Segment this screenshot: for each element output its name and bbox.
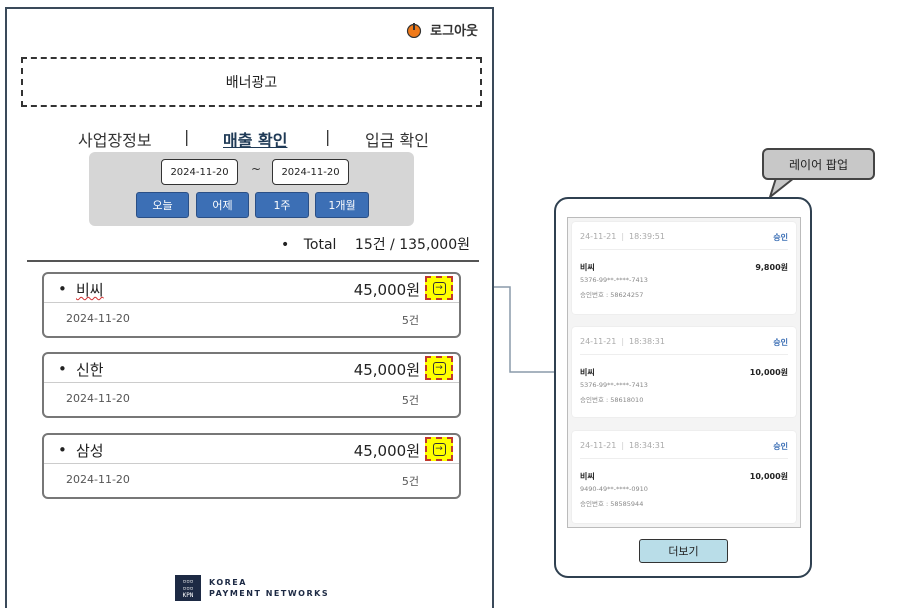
bullet: • [58, 280, 67, 298]
period-week-button[interactable]: 1주 [255, 192, 309, 218]
divider [580, 249, 788, 250]
transaction-item[interactable]: 24-11-21|18:39:51 승인 비씨 9,800원 5376-99**… [572, 222, 796, 314]
more-button[interactable]: 더보기 [639, 539, 728, 563]
detail-arrow-button[interactable]: → [425, 437, 453, 461]
arrow-right-icon: → [432, 281, 446, 295]
status-badge: 승인 [773, 233, 788, 242]
transaction-amount: 10,000원 [749, 472, 788, 481]
divider [27, 260, 479, 262]
card-count: 5건 [401, 314, 419, 327]
arrow-right-icon: → [432, 442, 446, 456]
period-month-button[interactable]: 1개월 [315, 192, 369, 218]
transaction-card-company: 비씨 [580, 263, 595, 272]
divider [44, 302, 459, 303]
transaction-item[interactable]: 24-11-21|18:34:31 승인 비씨 10,000원 9490-49*… [572, 431, 796, 523]
total-summary: • Total 15건 / 135,000원 [281, 234, 470, 254]
card-company-name: 신한 [76, 361, 104, 379]
bullet: • [58, 441, 67, 459]
tab-business-info[interactable]: 사업장정보 [78, 131, 152, 150]
card-company-row: • 삼성 45,000원 → 2024-11-20 5건 [42, 433, 461, 499]
period-today-button[interactable]: 오늘 [136, 192, 189, 218]
date-range-tilde: ~ [251, 162, 262, 176]
mobile-screen: 로그아웃 배너광고 사업장정보 | 매출 확인 | 입금 확인 2024-11-… [5, 7, 494, 608]
bullet: • [281, 237, 290, 253]
logout-button[interactable]: 로그아웃 [406, 20, 478, 39]
divider [580, 354, 788, 355]
tab-deposit-check[interactable]: 입금 확인 [365, 131, 429, 150]
transaction-datetime: 24-11-21|18:34:31 [580, 441, 665, 450]
arrow-right-icon: → [432, 361, 446, 375]
transaction-list[interactable]: 24-11-21|18:39:51 승인 비씨 9,800원 5376-99**… [567, 217, 801, 528]
transaction-card-number: 5376-99**-****-7413 [580, 381, 648, 389]
card-company-row: • 비씨 45,000원 → 2024-11-20 5건 [42, 272, 461, 338]
transaction-card-company: 비씨 [580, 472, 595, 481]
kpn-logo-mark: ▫▫▫ ▫▫▫ KPN [175, 575, 201, 601]
card-date: 2024-11-20 [66, 312, 130, 325]
divider [44, 382, 459, 383]
tab-bar: 사업장정보 | 매출 확인 | 입금 확인 [7, 127, 492, 151]
banner-ad[interactable]: 배너광고 [21, 57, 482, 107]
detail-arrow-button[interactable]: → [425, 276, 453, 300]
status-badge: 승인 [773, 442, 788, 451]
tab-sales-check[interactable]: 매출 확인 [223, 131, 288, 150]
card-company-name: 비씨 [76, 281, 104, 299]
transaction-datetime: 24-11-21|18:39:51 [580, 232, 665, 241]
transaction-card-number: 5376-99**-****-7413 [580, 276, 648, 284]
transaction-amount: 9,800원 [755, 263, 788, 272]
card-amount: 45,000원 [353, 281, 420, 299]
date-filter-panel: 2024-11-20 ~ 2024-11-20 오늘 어제 1주 1개월 [89, 152, 414, 226]
kpn-logo-text: KOREA PAYMENT NETWORKS [209, 578, 330, 598]
end-date-field[interactable]: 2024-11-20 [272, 159, 349, 185]
start-date-field[interactable]: 2024-11-20 [161, 159, 238, 185]
card-company-row: • 신한 45,000원 → 2024-11-20 5건 [42, 352, 461, 418]
status-badge: 승인 [773, 338, 788, 347]
divider [580, 458, 788, 459]
logout-label: 로그아웃 [430, 24, 478, 39]
card-date: 2024-11-20 [66, 392, 130, 405]
tab-separator: | [184, 127, 190, 146]
card-company-name: 삼성 [76, 442, 104, 460]
transaction-card-company: 비씨 [580, 368, 595, 377]
detail-arrow-button[interactable]: → [425, 356, 453, 380]
transaction-datetime: 24-11-21|18:38:31 [580, 337, 665, 346]
card-count: 5건 [401, 394, 419, 407]
transaction-approval-number: 승인번호 : 58585944 [580, 500, 644, 508]
layer-popup-callout: 레이어 팝업 [762, 148, 875, 180]
bullet: • [58, 360, 67, 378]
transaction-item[interactable]: 24-11-21|18:38:31 승인 비씨 10,000원 5376-99*… [572, 327, 796, 417]
card-amount: 45,000원 [353, 442, 420, 460]
card-count: 5건 [401, 475, 419, 488]
card-amount: 45,000원 [353, 361, 420, 379]
transaction-amount: 10,000원 [749, 368, 788, 377]
transaction-card-number: 9490-49**-****-0910 [580, 485, 648, 493]
callout-label: 레이어 팝업 [788, 157, 848, 172]
divider [44, 463, 459, 464]
kpn-logo: ▫▫▫ ▫▫▫ KPN KOREA PAYMENT NETWORKS [175, 575, 329, 601]
period-yesterday-button[interactable]: 어제 [196, 192, 249, 218]
transaction-approval-number: 승인번호 : 58618010 [580, 396, 644, 404]
layer-popup: 24-11-21|18:39:51 승인 비씨 9,800원 5376-99**… [554, 197, 812, 578]
transaction-approval-number: 승인번호 : 58624257 [580, 291, 644, 299]
total-value: 15건 / 135,000원 [354, 237, 470, 253]
power-icon [406, 22, 422, 38]
tab-separator: | [325, 127, 331, 146]
card-date: 2024-11-20 [66, 473, 130, 486]
banner-label: 배너광고 [225, 75, 278, 91]
total-label: Total [303, 237, 337, 253]
